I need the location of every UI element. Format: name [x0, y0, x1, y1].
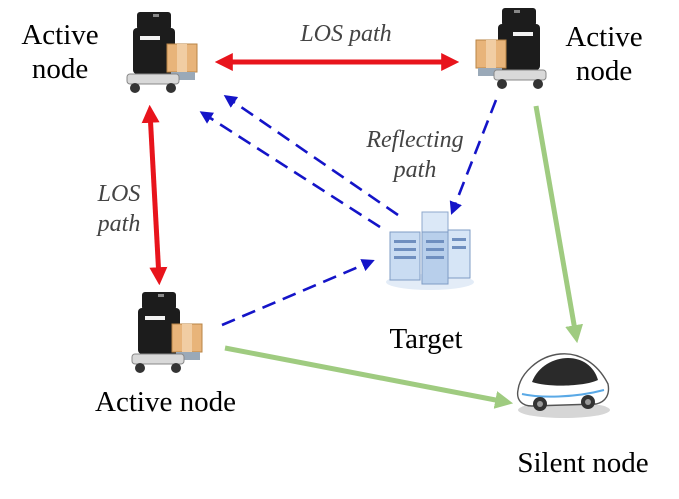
los-arrow-left	[141, 104, 168, 286]
active-node-label-top-left: Active node	[21, 19, 99, 85]
target-label: Target	[389, 323, 463, 355]
server-rack-icon	[386, 211, 474, 290]
reflecting-path-label: Reflecting path	[366, 127, 464, 183]
self-driving-car-icon	[516, 353, 610, 418]
robot-with-package-icon	[126, 12, 198, 93]
reflect-arrow-target-to-topleft-upper	[223, 95, 399, 217]
los-path-label-left: LOS path	[97, 181, 141, 237]
robot-with-package-icon	[131, 292, 203, 373]
reflect-arrow-target-to-topleft-lower	[199, 111, 381, 229]
los-path-label-top: LOS path	[300, 21, 392, 47]
silent-node-label: Silent node	[517, 447, 649, 479]
silent-arrow-from-topright	[533, 105, 584, 344]
silent-arrow-from-bottomleft	[224, 345, 514, 409]
reflect-arrow-topright-to-target	[449, 99, 498, 215]
active-node-label-top-right: Active node	[565, 21, 643, 87]
reflect-arrow-bottomleft-to-target	[221, 259, 375, 327]
active-node-label-bottom-left: Active node	[95, 386, 236, 418]
robot-with-package-icon	[475, 8, 547, 89]
